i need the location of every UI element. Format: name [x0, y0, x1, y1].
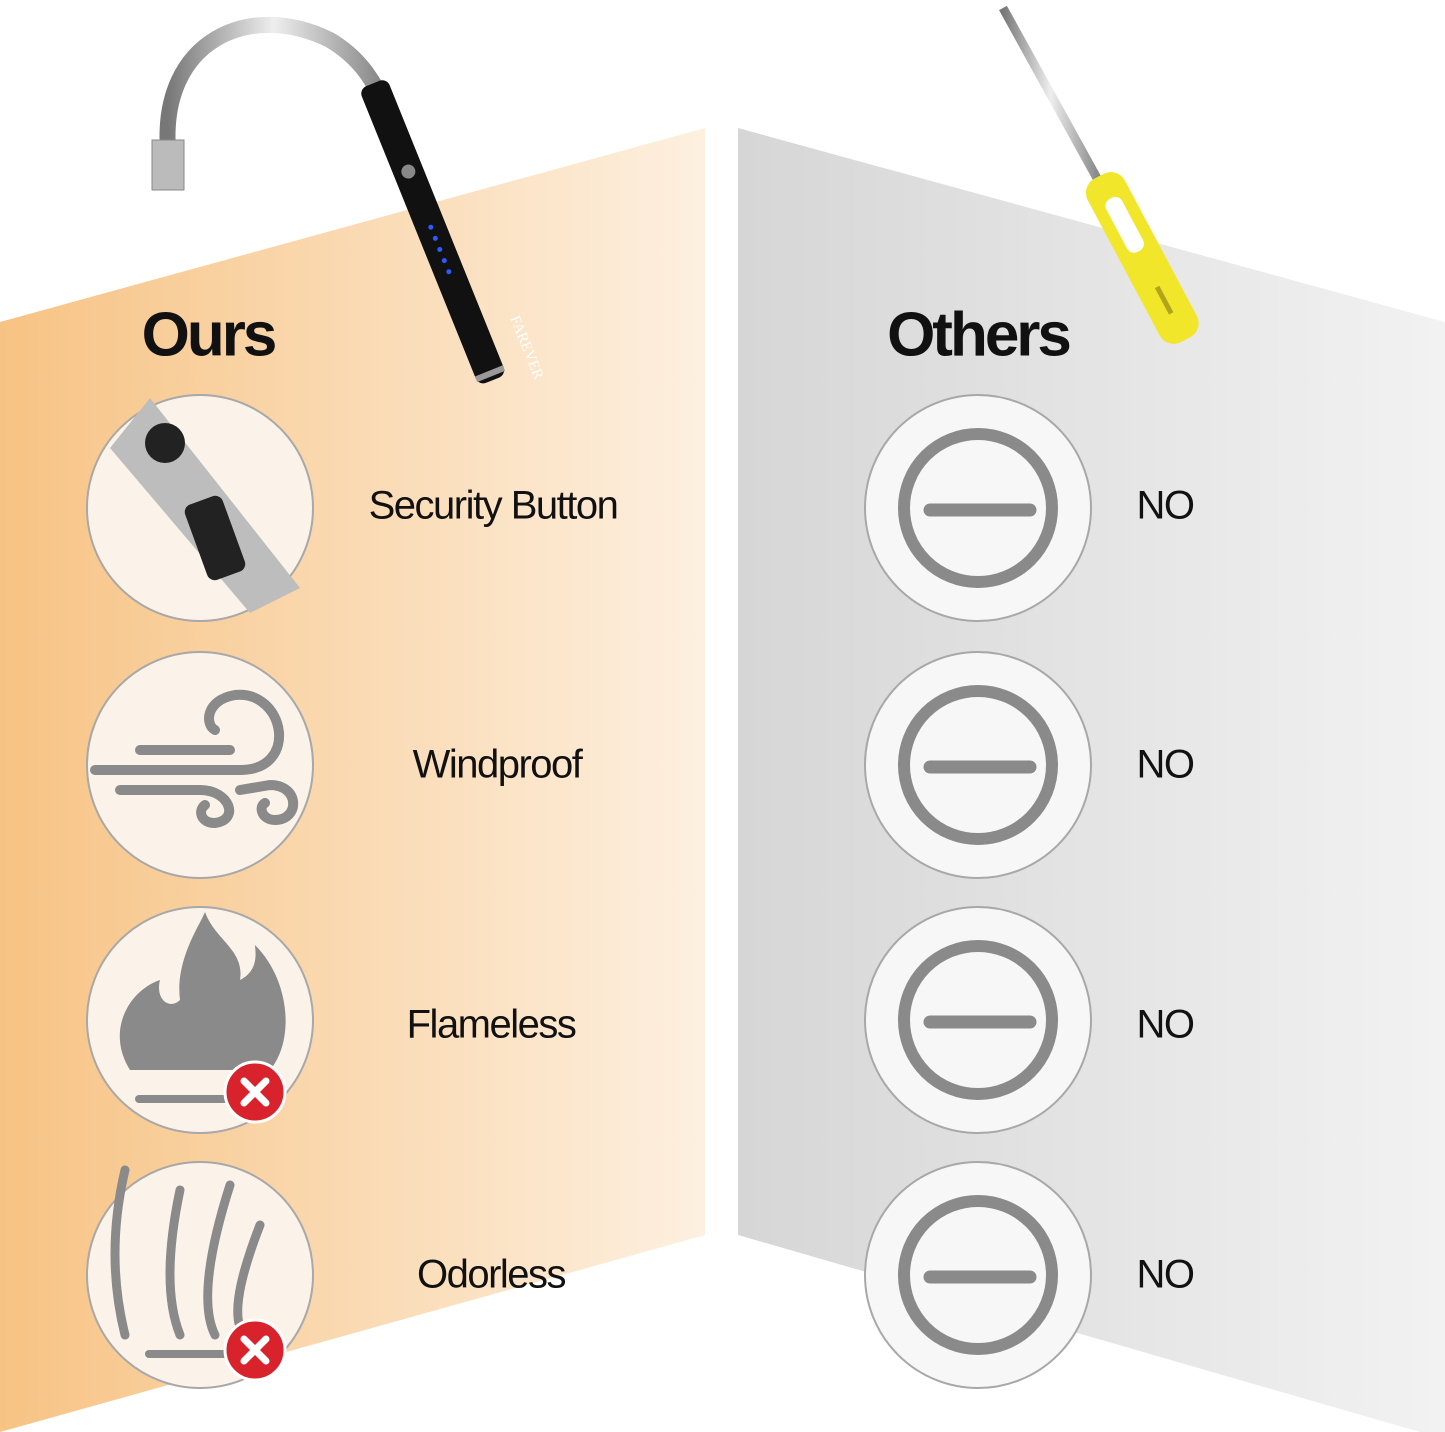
others-heading: Others	[887, 300, 1072, 370]
others-lighter-image	[999, 5, 1199, 344]
wind-icon	[86, 651, 314, 879]
others-answer-odorless: NO	[1136, 1252, 1196, 1297]
minus-circle-icon	[864, 394, 1092, 622]
others-answer-flameless: NO	[1136, 1002, 1196, 1047]
feature-label-security-button: Security Button	[368, 483, 619, 528]
others-panel	[738, 128, 1445, 1432]
security-button-icon	[86, 394, 314, 622]
minus-circle-icon	[864, 1161, 1092, 1389]
others-answer-security-button: NO	[1136, 483, 1196, 528]
flame-crossed-icon	[86, 906, 314, 1134]
feature-label-odorless: Odorless	[416, 1252, 567, 1297]
odor-crossed-icon	[86, 1161, 314, 1389]
minus-circle-icon	[864, 651, 1092, 879]
others-answer-windproof: NO	[1136, 742, 1196, 787]
feature-label-windproof: Windproof	[412, 742, 583, 787]
ours-heading: Ours	[141, 300, 278, 370]
ours-lighter-image	[151, 16, 506, 384]
minus-circle-icon	[864, 906, 1092, 1134]
feature-label-flameless: Flameless	[406, 1002, 577, 1047]
